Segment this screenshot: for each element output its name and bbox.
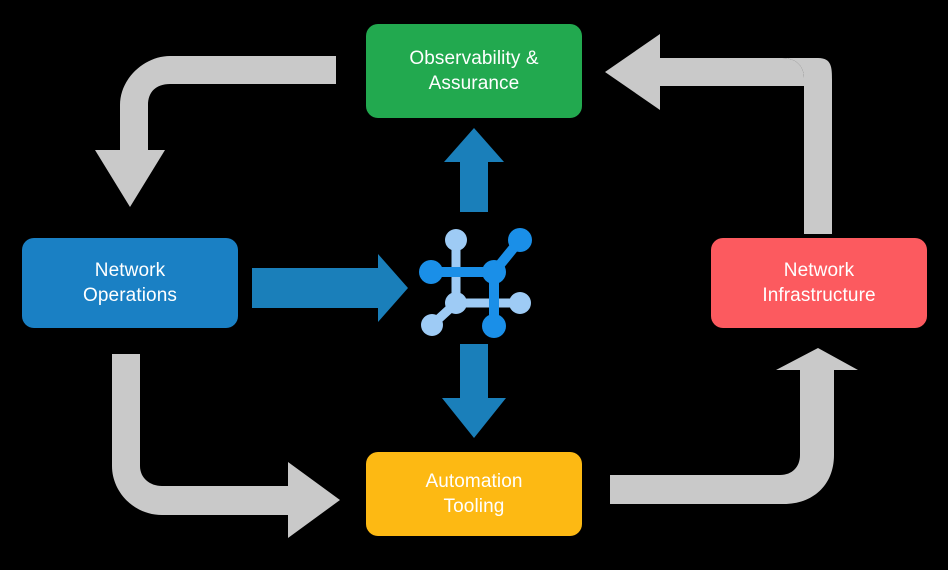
node-label-network-operations: Network Operations	[83, 259, 177, 306]
node-box-network-infrastructure[interactable]: Network Infrastructure	[711, 238, 927, 328]
blue-arrow-center-to-automation	[442, 344, 506, 438]
blue-arrow-operations-to-center	[252, 254, 408, 322]
node-label-observability: Observability & Assurance	[409, 47, 539, 94]
gray-arrow-infrastructure-vertical	[804, 95, 832, 234]
node-box-automation-tooling[interactable]: Automation Tooling	[366, 452, 582, 536]
node-box-observability[interactable]: Observability & Assurance	[366, 24, 582, 118]
gray-arrow-infrastructure-to-observability	[605, 34, 832, 232]
node-label-automation-tooling: Automation Tooling	[425, 470, 523, 517]
node-box-network-operations[interactable]: Network Operations	[22, 238, 238, 328]
gray-arrow-observability-to-operations	[95, 56, 336, 207]
network-topology-icon	[419, 228, 532, 338]
node-label-network-infrastructure: Network Infrastructure	[762, 259, 876, 306]
blue-arrow-center-to-observability	[444, 128, 504, 212]
gray-arrow-operations-to-automation	[112, 354, 340, 538]
gray-arrow-automation-to-infrastructure	[610, 348, 858, 504]
